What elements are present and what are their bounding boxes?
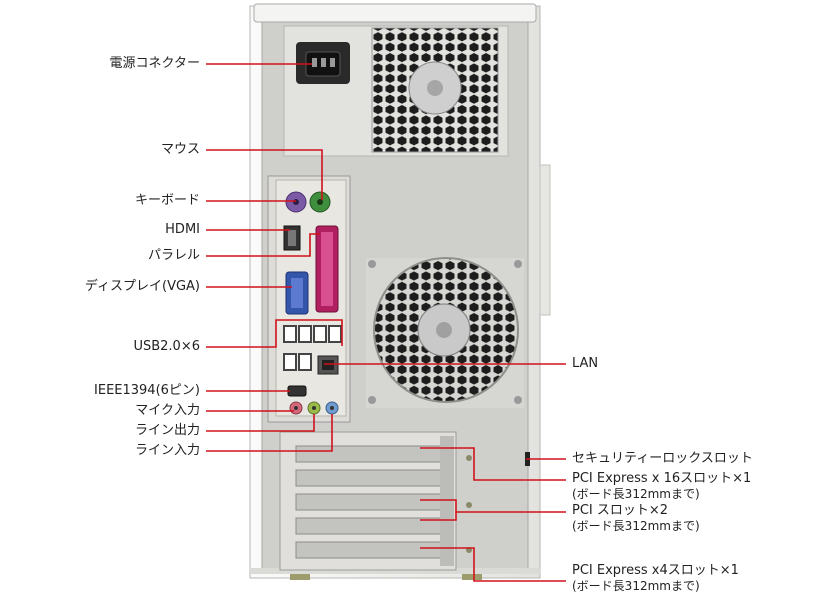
- label-hdmi: HDMI: [165, 222, 200, 237]
- expansion-slots: [279, 431, 530, 571]
- label-pcie-x4: PCI Express x4スロット×1: [572, 563, 739, 578]
- label-security-lock: セキュリティーロックスロット: [572, 451, 753, 466]
- io-panel: [267, 175, 351, 423]
- label-lan: LAN: [572, 356, 599, 371]
- label-pcie-x16-note: (ボード長312mmまで): [572, 487, 700, 501]
- label-pcie-x16: PCI Express x 16スロット×1: [572, 471, 752, 486]
- usb-ports: [283, 325, 342, 371]
- power-supply: [283, 25, 509, 157]
- label-line-out: ライン出力: [134, 423, 200, 438]
- label-keyboard: キーボード: [134, 193, 200, 208]
- label-line-in: ライン入力: [134, 443, 200, 458]
- ieee1394-port: [287, 385, 307, 397]
- label-power-connector: 電源コネクター: [109, 56, 200, 71]
- rear-fan: [366, 257, 524, 408]
- label-pci-note: (ボード長312mmまで): [572, 519, 700, 533]
- label-pcie-x4-note: (ボード長312mmまで): [572, 579, 700, 593]
- label-usb: USB2.0×6: [133, 339, 200, 354]
- label-mouse: マウス: [160, 142, 200, 157]
- label-pci: PCI スロット×2: [572, 503, 669, 518]
- label-mic-in: マイク入力: [135, 403, 200, 418]
- label-parallel: パラレル: [147, 248, 200, 263]
- leader-lines: [206, 63, 566, 582]
- label-ieee1394: IEEE1394(6ピン): [94, 383, 200, 398]
- label-vga: ディスプレイ(VGA): [84, 279, 200, 294]
